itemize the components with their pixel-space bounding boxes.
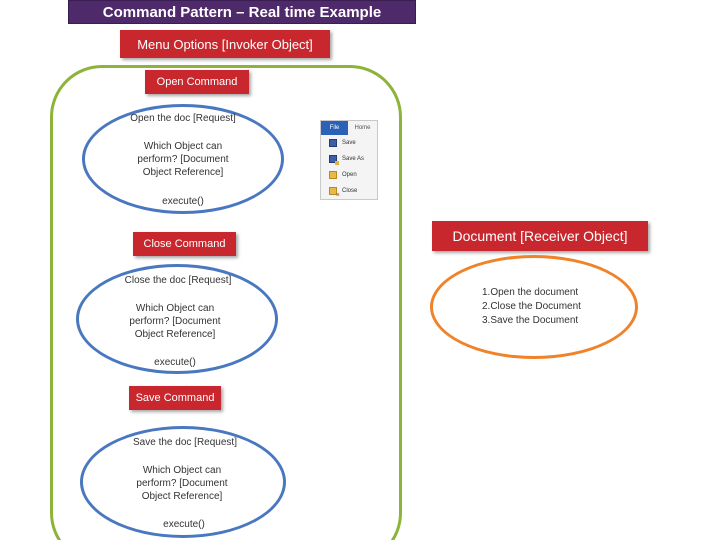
menu-item-save[interactable]: Save <box>321 135 377 151</box>
receiver-action-list: 1.Open the document 2.Close the Document… <box>482 286 612 328</box>
question-line: perform? [Document <box>136 478 228 489</box>
question-line: Which Object can <box>143 141 223 152</box>
save-as-icon <box>329 155 339 165</box>
save-request-text: Save the doc [Request] <box>133 437 237 448</box>
receiver-ellipse <box>430 255 638 359</box>
file-menu-screenshot: File Home Save Save As Open Close <box>320 120 378 200</box>
menu-item-label: Close <box>342 188 358 194</box>
close-folder-icon <box>329 187 340 199</box>
question-line: Object Reference] <box>142 167 224 178</box>
question-line: Which Object can <box>135 303 215 314</box>
menu-tabs: File Home <box>321 121 377 135</box>
save-command-box: Save Command <box>129 386 221 410</box>
question-line: Which Object can <box>142 465 222 476</box>
question-line: perform? [Document <box>129 316 221 327</box>
close-command-box: Close Command <box>133 232 236 256</box>
menu-item-label: Open <box>342 172 357 178</box>
close-request-text: Close the doc [Request] <box>124 275 232 286</box>
menu-item-label: Save <box>342 140 356 146</box>
question-line: Object Reference] <box>141 491 223 502</box>
save-question-text: Which Object can perform? [Document Obje… <box>117 464 247 503</box>
menu-item-open[interactable]: Open <box>321 167 377 183</box>
diagram-title: Command Pattern – Real time Example <box>68 0 416 24</box>
receiver-action-item: 2.Close the Document <box>482 301 581 312</box>
question-line: perform? [Document <box>137 154 229 165</box>
receiver-action-item: 3.Save the Document <box>482 315 579 326</box>
save-execute-text: execute() <box>163 519 205 530</box>
tab-file[interactable]: File <box>321 121 349 135</box>
open-command-ellipse <box>82 104 284 214</box>
close-execute-text: execute() <box>154 357 196 368</box>
save-command-ellipse <box>80 426 286 538</box>
menu-item-save-as[interactable]: Save As <box>321 151 377 167</box>
question-line: Object Reference] <box>134 329 216 340</box>
open-request-text: Open the doc [Request] <box>130 113 236 124</box>
open-question-text: Which Object can perform? [Document Obje… <box>118 140 248 179</box>
close-command-ellipse <box>76 264 278 374</box>
menu-item-close[interactable]: Close <box>321 183 377 199</box>
open-execute-text: execute() <box>162 196 204 207</box>
receiver-object-box: Document [Receiver Object] <box>432 221 648 251</box>
tab-home[interactable]: Home <box>348 121 377 135</box>
open-command-box: Open Command <box>145 70 249 94</box>
menu-item-label: Save As <box>342 156 365 162</box>
save-icon <box>329 139 337 147</box>
close-question-text: Which Object can perform? [Document Obje… <box>110 302 240 341</box>
open-folder-icon <box>329 171 337 179</box>
invoker-group-container <box>50 65 402 540</box>
invoker-object-box: Menu Options [Invoker Object] <box>120 30 330 58</box>
receiver-action-item: 1.Open the document <box>482 287 579 298</box>
